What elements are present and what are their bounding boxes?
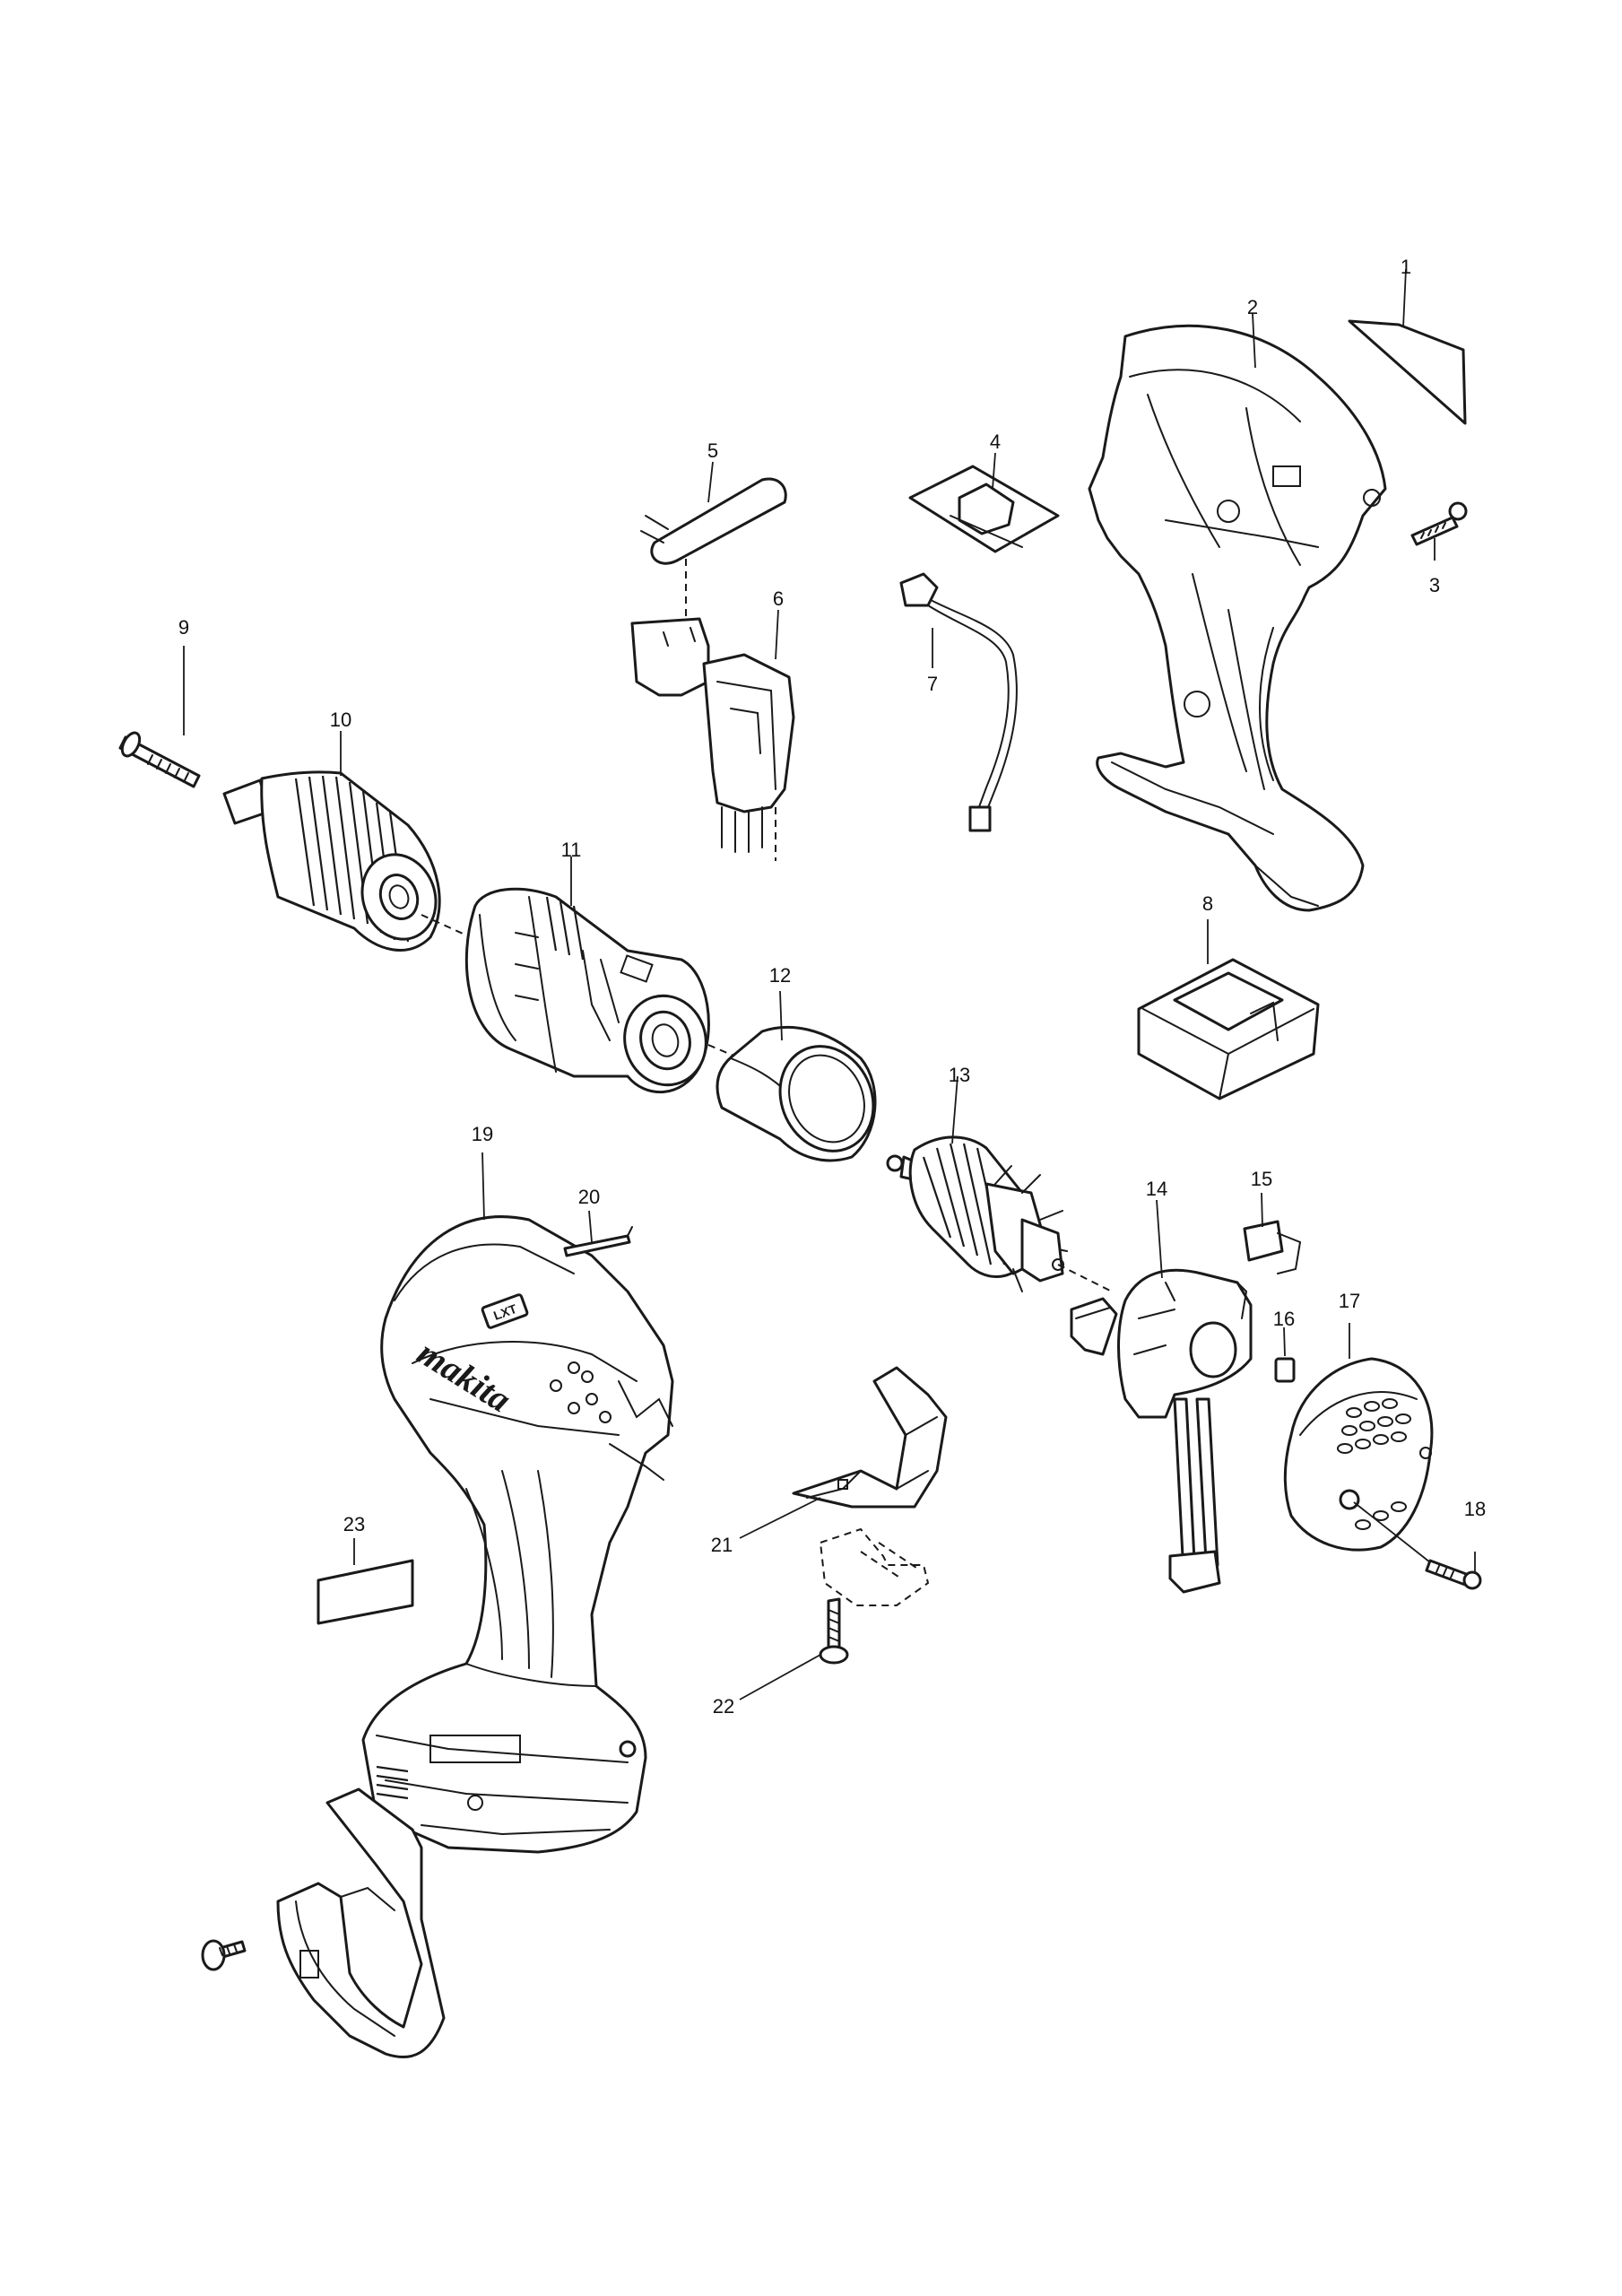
callout-5: 5 [707,439,718,462]
callout-23: 23 [343,1513,365,1535]
part-9-screw [118,646,201,788]
callout-14: 14 [1146,1178,1167,1200]
part-17-rear-cover [1283,1323,1434,1552]
callout-13: 13 [949,1064,970,1086]
callout-4: 4 [990,430,1001,453]
callout-1: 1 [1401,256,1411,278]
callout-9: 9 [178,616,189,639]
part-13-armature [886,1075,1113,1292]
part-21-bracket [739,1366,948,1539]
part-19-housing-left: makita LXT [361,1152,674,1854]
part-16-bushing [1274,1326,1296,1383]
callout-12: 12 [769,964,791,987]
callout-8: 8 [1202,892,1213,915]
part-10-chuck [222,731,472,952]
part-15-holder-cap [1243,1192,1302,1274]
part-18-screw [1353,1501,1482,1590]
part-6-switch [630,609,795,861]
part-4-switch-lever [908,452,1060,553]
part-13-brush-clip [1070,1297,1118,1356]
callout-labels: 1 2 3 4 5 6 7 8 9 10 11 12 13 14 15 16 1… [178,256,1486,1718]
callout-19: 19 [472,1123,493,1145]
callout-15: 15 [1251,1168,1272,1190]
part-12-stator-ring [716,990,877,1162]
callout-2: 2 [1247,296,1258,318]
part-21-ghost-bracket [819,1527,930,1606]
belt-hook-screw [201,1939,247,1971]
callout-7: 7 [927,673,938,695]
part-8-terminal-block [1137,919,1320,1100]
part-7-led-wire [899,572,1018,832]
part-22-screw [739,1597,849,1700]
callout-18: 18 [1464,1498,1486,1520]
callout-6: 6 [773,587,784,610]
part-20-spring-clip [563,1210,633,1257]
callout-17: 17 [1339,1290,1360,1312]
callout-11: 11 [561,839,582,861]
part-11-gear-assembly [464,857,741,1094]
callout-20: 20 [578,1186,600,1208]
callout-10: 10 [330,709,351,731]
belt-hook [276,1787,446,2059]
part-5-switch-button [640,461,787,628]
part-23-label [317,1538,414,1625]
part-1-label-plate [1348,268,1467,425]
callout-21: 21 [711,1534,733,1556]
part-2-housing-right [1088,313,1387,912]
callout-16: 16 [1273,1308,1295,1330]
part-3-screw [1410,501,1468,561]
callout-3: 3 [1429,574,1440,596]
part-14-brush-holder [1117,1199,1253,1594]
callout-22: 22 [713,1695,734,1718]
